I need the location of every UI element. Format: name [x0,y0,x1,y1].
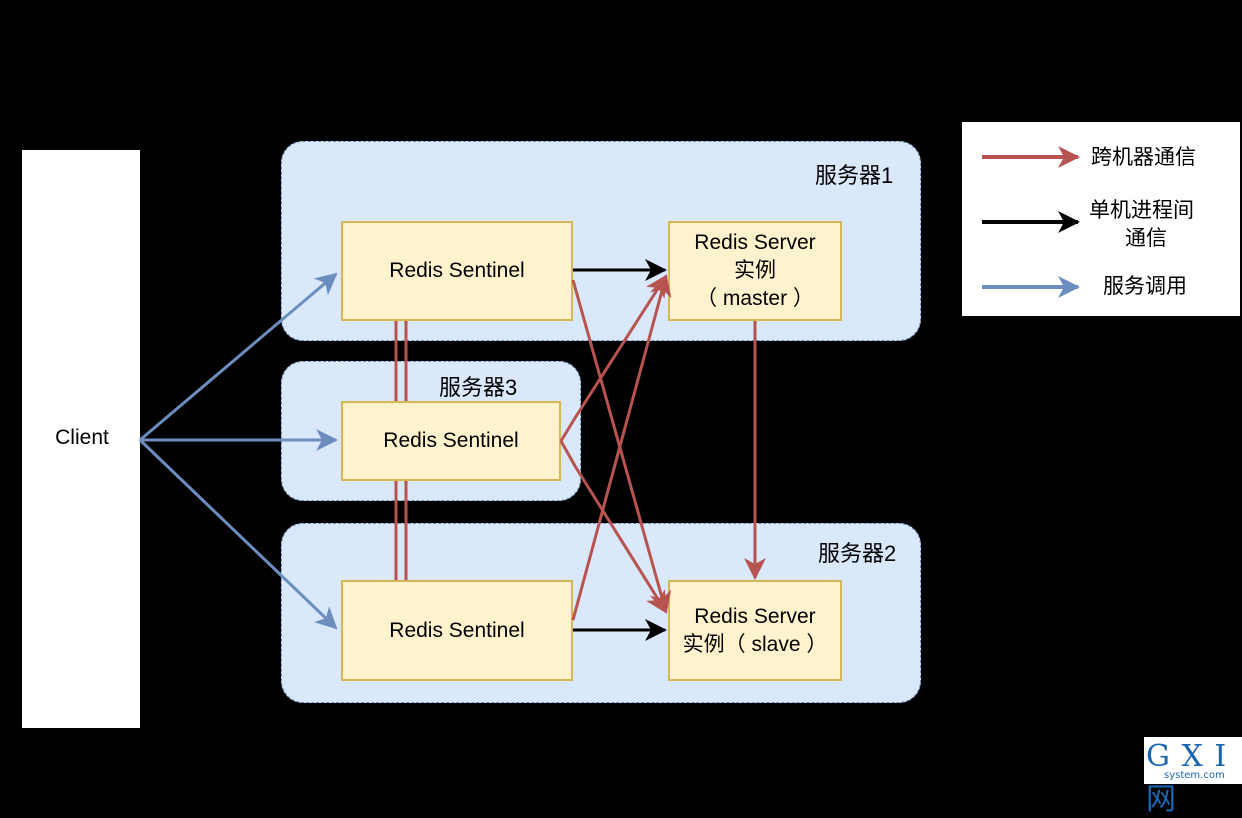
client-box [22,150,140,728]
legend-cross-machine-label: 跨机器通信 [1091,146,1196,169]
watermark-box [1144,737,1242,784]
legend-service-call-label: 服务调用 [1103,275,1187,298]
sentinel3-to-slave-arrow [559,440,668,614]
master-line2: 实例 [734,259,776,282]
sentinel-server1: Redis Sentinel [341,221,573,321]
sentinel-server1-label: Redis Sentinel [389,259,525,282]
client-to-sentinel2-arrow [138,438,338,630]
server3-label: 服务器3 [439,375,518,400]
legend-local-ipc-label1: 单机进程间 [1089,199,1194,222]
slave-line1: Redis Server [694,604,816,628]
connections-layer [138,146,1080,641]
sentinel3-to-master-arrow [559,274,668,442]
sentinel2-to-master-arrow [571,274,672,621]
slave-line2: 实例（ slave ） [682,632,828,656]
client-to-sentinel1-arrow [139,272,338,442]
master-line3: （ master ） [696,287,814,310]
sentinel-server3: Redis Sentinel [341,401,561,481]
client-label: Client [55,426,109,449]
server1-label: 服务器1 [815,163,894,188]
master-line1: Redis Server [694,231,816,254]
sentinel-server2-label: Redis Sentinel [389,618,525,642]
redis-master-node: Redis Server 实例 （ master ） [668,221,842,321]
sentinel-server2: Redis Sentinel [341,580,573,681]
legend-local-ipc-label2: 通信 [1125,227,1167,250]
legend [962,122,1240,316]
watermark-domain: system.com [1164,770,1225,781]
sentinel-server3-label: Redis Sentinel [383,429,519,452]
redis-slave-node: Redis Server 实例（ slave ） [668,580,842,681]
server2-label: 服务器2 [818,541,897,566]
